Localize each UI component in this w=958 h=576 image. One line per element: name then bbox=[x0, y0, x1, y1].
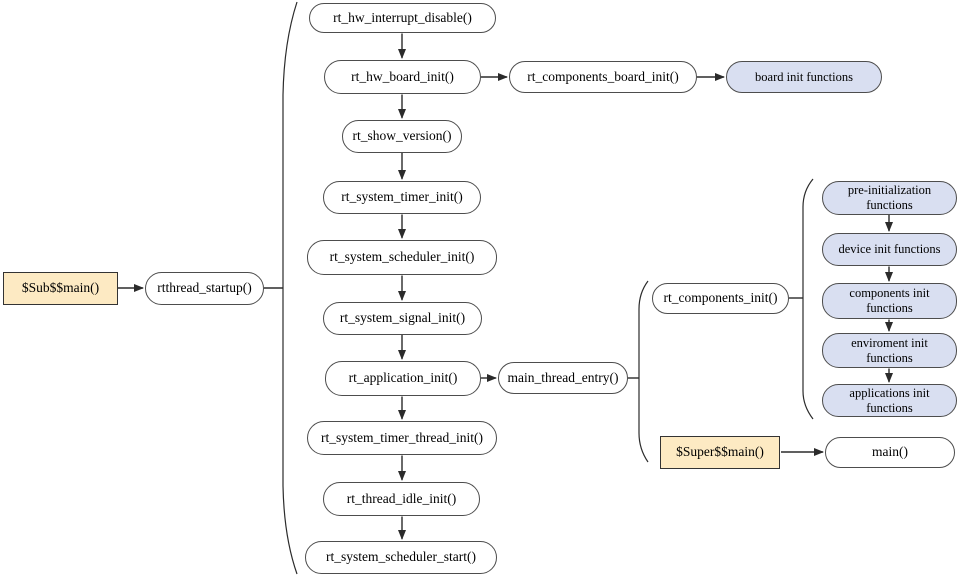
node-environment-init-functions: enviroment init functions bbox=[822, 333, 957, 368]
main-thread-brace bbox=[638, 280, 649, 463]
node-rtthread-startup: rtthread_startup() bbox=[145, 272, 264, 305]
node-components-init-functions: components init functions bbox=[822, 283, 957, 319]
node-rt-show-version: rt_show_version() bbox=[342, 120, 462, 153]
node-rt-system-timer-init: rt_system_timer_init() bbox=[323, 181, 481, 214]
node-super-main: $Super$$main() bbox=[660, 436, 780, 469]
node-main-thread-entry: main_thread_entry() bbox=[498, 362, 628, 394]
node-pre-initialization-functions: pre-initialization functions bbox=[822, 181, 957, 215]
node-rt-thread-idle-init: rt_thread_idle_init() bbox=[323, 482, 480, 516]
node-rt-components-init: rt_components_init() bbox=[652, 283, 789, 314]
node-rt-application-init: rt_application_init() bbox=[325, 361, 481, 396]
node-rt-system-timer-thread-init: rt_system_timer_thread_init() bbox=[307, 421, 497, 455]
node-rt-hw-interrupt-disable: rt_hw_interrupt_disable() bbox=[309, 3, 496, 33]
node-rt-system-scheduler-init: rt_system_scheduler_init() bbox=[307, 240, 497, 275]
node-rt-system-signal-init: rt_system_signal_init() bbox=[323, 302, 482, 335]
node-rt-hw-board-init: rt_hw_board_init() bbox=[324, 60, 481, 94]
node-sub-main: $Sub$$main() bbox=[3, 272, 118, 305]
components-init-brace bbox=[802, 178, 814, 420]
startup-sequence-brace bbox=[282, 1, 298, 575]
node-rt-system-scheduler-start: rt_system_scheduler_start() bbox=[305, 541, 497, 574]
node-board-init-functions: board init functions bbox=[726, 61, 882, 93]
node-main: main() bbox=[825, 437, 955, 468]
node-device-init-functions: device init functions bbox=[822, 233, 957, 266]
node-applications-init-functions: applications init functions bbox=[822, 384, 957, 417]
node-rt-components-board-init: rt_components_board_init() bbox=[509, 61, 697, 93]
